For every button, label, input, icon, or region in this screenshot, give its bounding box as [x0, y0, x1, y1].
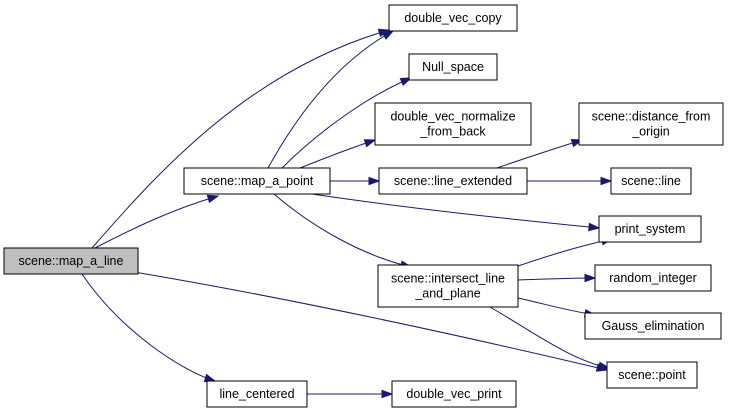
node-double_vec_print[interactable]: double_vec_print [391, 380, 517, 408]
node-label: line_centered [219, 387, 294, 401]
node-random_integer[interactable]: random_integer [594, 264, 712, 292]
arrowhead-icon [381, 389, 394, 399]
node-label: _from_back [419, 125, 486, 139]
edge-map_a_line-to-point [133, 271, 609, 372]
edge-line [517, 297, 596, 316]
edge-intersect_line_and_plane-to-point [489, 306, 611, 371]
edge-line [517, 238, 613, 267]
edge-line [273, 193, 412, 268]
arrowhead-icon [584, 273, 597, 283]
node-point[interactable]: scene::point [606, 361, 698, 389]
node-label: scene::distance_from [592, 110, 711, 124]
edge-line [94, 195, 219, 249]
edge-line [91, 29, 390, 249]
edge-line [311, 193, 600, 229]
node-null_space[interactable]: Null_space [408, 53, 498, 81]
edge-line_centered-to-double_vec_print [307, 389, 394, 399]
edge-intersect_line_and_plane-to-gauss_elimination [517, 297, 597, 318]
edge-line [133, 271, 608, 371]
node-box [378, 167, 528, 195]
node-box [388, 4, 518, 32]
arrowhead-icon [600, 176, 613, 186]
edge-map_a_point-to-print_system [311, 193, 601, 232]
node-map_a_point[interactable]: scene::map_a_point [183, 167, 331, 195]
node-box [578, 102, 724, 146]
edge-line [517, 277, 596, 281]
edge-intersect_line_and_plane-to-random_integer [517, 273, 597, 283]
node-label: random_integer [609, 271, 697, 285]
node-box [3, 247, 139, 275]
node-intersect_line_and_plane[interactable]: scene::intersect_line_and_plane [377, 264, 519, 308]
edge-line [81, 273, 216, 382]
node-line_centered[interactable]: line_centered [206, 380, 308, 408]
arrowhead-icon [203, 373, 217, 382]
edge-map_a_line-to-map_a_point [94, 194, 220, 249]
node-label: scene::intersect_line [391, 272, 505, 286]
arrowhead-icon [381, 30, 395, 40]
node-box [584, 312, 722, 340]
node-box [610, 167, 692, 195]
node-box [606, 361, 698, 389]
edge-map_a_point-to-null_space [281, 77, 413, 169]
node-double_vec_copy[interactable]: double_vec_copy [388, 4, 518, 32]
node-box [377, 264, 519, 308]
arrowhead-icon [399, 77, 413, 87]
edge-map_a_line-to-line_centered [81, 273, 217, 382]
arrowhead-icon [363, 139, 377, 148]
node-map_a_line[interactable]: scene::map_a_line [3, 247, 139, 275]
arrowhead-icon [588, 222, 601, 232]
edge-map_a_point-to-double_vec_copy [267, 30, 395, 169]
arrowhead-icon [597, 361, 611, 371]
node-label: Gauss_elimination [602, 319, 705, 333]
node-line[interactable]: scene::line [610, 167, 692, 195]
node-label: scene::point [618, 368, 686, 382]
arrowhead-icon [368, 176, 381, 186]
node-box [206, 380, 308, 408]
node-box [594, 264, 712, 292]
node-distance_from_origin[interactable]: scene::distance_from_origin [578, 102, 724, 146]
node-box [183, 167, 331, 195]
edge-line [267, 30, 394, 169]
edge-intersect_line_and_plane-to-print_system [517, 237, 614, 267]
edge-map_a_point-to-double_vec_normalize_from_back [299, 139, 377, 169]
node-print_system[interactable]: print_system [598, 215, 702, 243]
node-label: _origin [631, 125, 670, 139]
edge-line [489, 306, 610, 369]
node-box [408, 53, 498, 81]
node-label: print_system [615, 222, 686, 236]
node-label: scene::line_extended [394, 174, 512, 188]
node-label: double_vec_print [406, 387, 502, 401]
node-label: scene::map_a_line [19, 254, 124, 268]
node-double_vec_normalize_from_back[interactable]: double_vec_normalize_from_back [374, 102, 532, 146]
edge-line_extended-to-line [526, 176, 613, 186]
nodes-layer: scene::map_a_line scene::map_a_pointline_… [3, 4, 724, 408]
node-label: scene::line [621, 174, 681, 188]
node-box [391, 380, 517, 408]
edges-layer [81, 28, 614, 399]
arrowhead-icon [206, 194, 220, 204]
node-label: _and_plane [414, 287, 480, 301]
node-label: double_vec_copy [404, 11, 502, 25]
edge-line [299, 139, 376, 169]
edge-map_a_line-to-double_vec_copy [91, 28, 391, 249]
node-label: scene::map_a_point [201, 174, 314, 188]
edge-line [281, 77, 412, 169]
node-label: double_vec_normalize [390, 110, 515, 124]
node-line_extended[interactable]: scene::line_extended [378, 167, 528, 195]
node-gauss_elimination[interactable]: Gauss_elimination [584, 312, 722, 340]
node-label: Null_space [422, 60, 484, 74]
node-box [374, 102, 532, 146]
node-box [598, 215, 702, 243]
edge-map_a_point-to-line_extended [329, 176, 381, 186]
